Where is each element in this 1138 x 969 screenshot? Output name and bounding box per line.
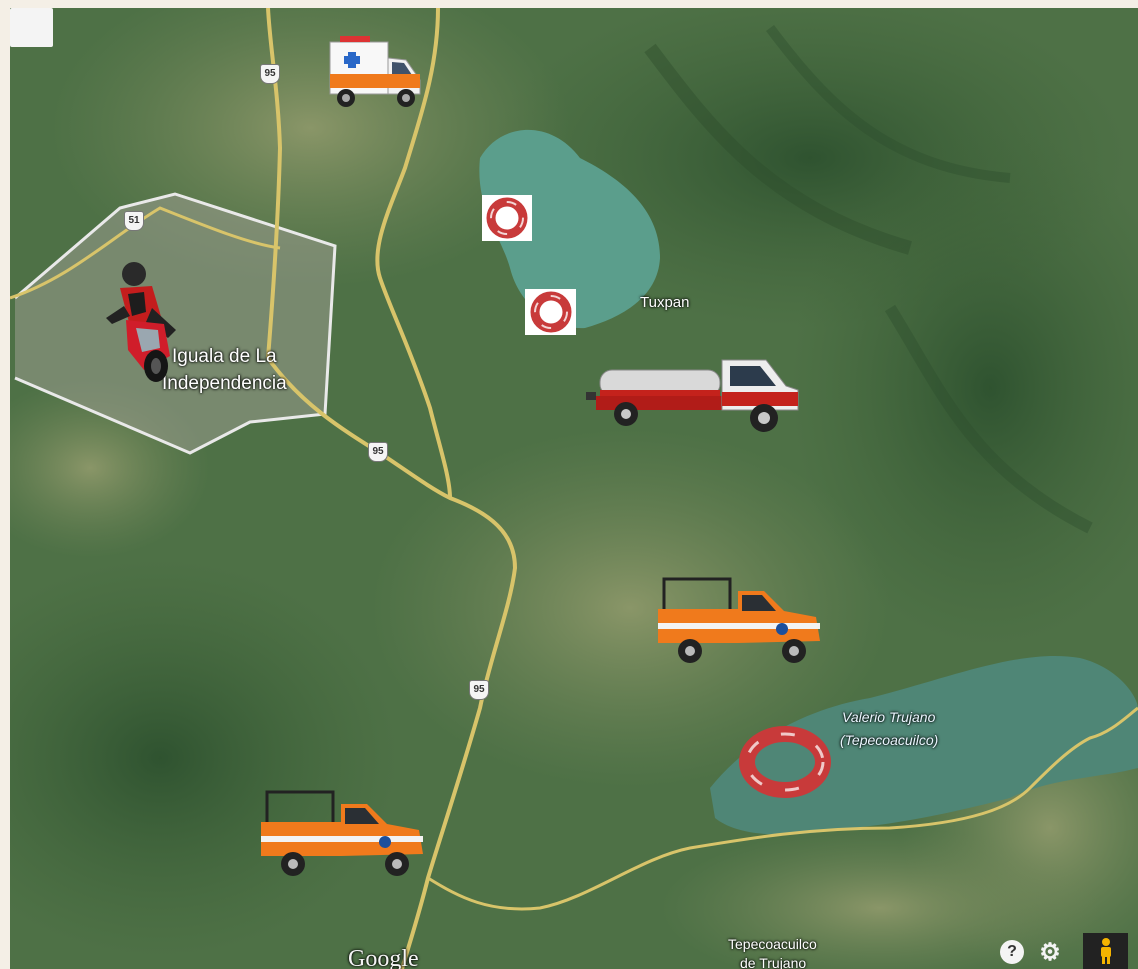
pickup-truck-icon[interactable] (656, 575, 822, 665)
gear-icon[interactable]: ⚙ (1036, 938, 1064, 966)
highway-shield: 95 (469, 680, 489, 700)
city-label-line2: Independencia (162, 373, 287, 394)
south-town-label-line2: de Trujano (740, 955, 807, 969)
pegman-icon[interactable] (1083, 933, 1128, 969)
map-view[interactable]: Iguala de La Independencia Tuxpan Valeri… (10, 8, 1138, 969)
highway-shield: 51 (124, 211, 144, 231)
motorcycle-icon[interactable] (106, 260, 182, 384)
south-town-label-line1: Tepecoacuilco (728, 936, 817, 952)
lifebuoy-ring (530, 291, 571, 333)
help-icon[interactable]: ? (1000, 940, 1024, 964)
lifebuoy-icon[interactable] (482, 195, 532, 241)
help-symbol: ? (1007, 943, 1017, 960)
pickup-truck-icon[interactable] (259, 788, 425, 878)
satellite-imagery (10, 8, 1138, 969)
city-label-line1: Iguala de La (172, 346, 277, 367)
lifebuoy-icon[interactable] (525, 289, 576, 335)
ambulance-icon[interactable] (326, 34, 422, 112)
lifebuoy-ring (486, 197, 528, 239)
fire-truck-icon[interactable] (586, 352, 802, 432)
highway-shield: 95 (260, 64, 280, 84)
lake-label-line1: Valerio Trujano (842, 709, 936, 725)
pegman-figure (1100, 938, 1111, 964)
settings-symbol: ⚙ (1039, 938, 1061, 966)
map-type-control[interactable] (10, 8, 53, 47)
lifebuoy-icon[interactable] (738, 724, 832, 800)
google-attribution: Google (348, 946, 419, 969)
highway-shield: 95 (368, 442, 388, 462)
lake-label-line2: (Tepecoacuilco) (840, 732, 939, 748)
town-label: Tuxpan (640, 294, 690, 311)
